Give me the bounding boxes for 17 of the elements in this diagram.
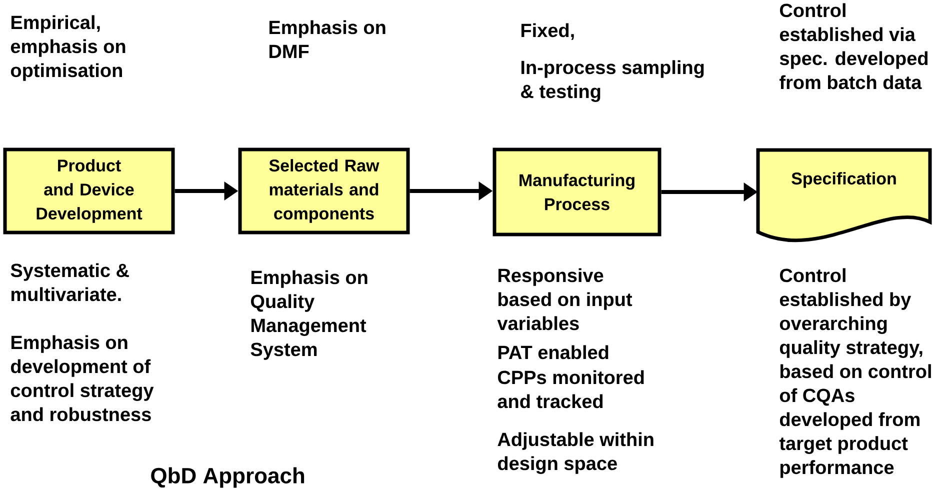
annotation-text: Control established via spec. developed from batch data [780,3,928,90]
process-box: Selected Raw materials and components [238,148,410,234]
process-box: Manufacturing Process [492,148,662,236]
annotation-text: In-process sampling & testing [521,60,704,102]
annotation-text: Fixed, [521,23,574,40]
annotation-text: Responsive based on input variables [497,268,632,330]
annotation-text: Empirical, emphasis on optimisation [10,15,126,81]
caption-text: QbD Approach [151,467,304,488]
annotation-text: Emphasis on Quality Management System [250,270,368,360]
annotation-text: Control established by overarching quality strategy, based on control of CQAs developed from target product performance [779,268,931,478]
annotation-text: CPPs monitored and tracked [498,370,644,408]
annotation-text: Emphasis on DMF [269,20,386,58]
annotation-text: Emphasis on development of control strategy and robustness [10,335,154,422]
annotation-text: Adjustable within design space [498,432,654,474]
annotation-text: PAT enabled [498,345,608,360]
annotation-text: Systematic & multivariate. [10,263,129,302]
process-box: Product and Device Development [3,148,175,234]
